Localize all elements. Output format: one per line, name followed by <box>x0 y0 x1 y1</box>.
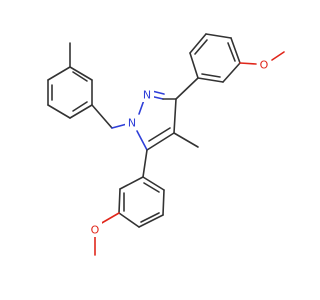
atom-label-n2: N <box>140 87 154 102</box>
atom-label-o1: O <box>257 57 271 72</box>
o2-label: O <box>91 224 100 237</box>
aryl-link-lower <box>142 149 148 178</box>
methoxyphenyl-ring-upper <box>189 33 241 83</box>
ether-bond-lower <box>99 212 120 225</box>
ether-bond-upper <box>239 62 257 65</box>
aryl-link-upper <box>175 77 199 100</box>
atom-label-n1: N <box>125 115 139 130</box>
methylbenzyl-ring <box>47 66 93 119</box>
o1-label: O <box>260 59 269 72</box>
benzyl-ch2-bond <box>91 104 113 129</box>
molecule-structure: N N O O <box>47 33 285 256</box>
pyrazole-methyl-bond <box>173 132 199 148</box>
methoxyphenyl-ring-lower <box>118 176 165 228</box>
n1-label: N <box>128 117 136 130</box>
atom-label-o2: O <box>88 222 102 237</box>
methoxy-bond-upper <box>271 51 285 61</box>
molecule-canvas: N N O O <box>47 33 285 256</box>
ch2-n-bond <box>111 123 128 129</box>
n2-label: N <box>143 89 151 102</box>
